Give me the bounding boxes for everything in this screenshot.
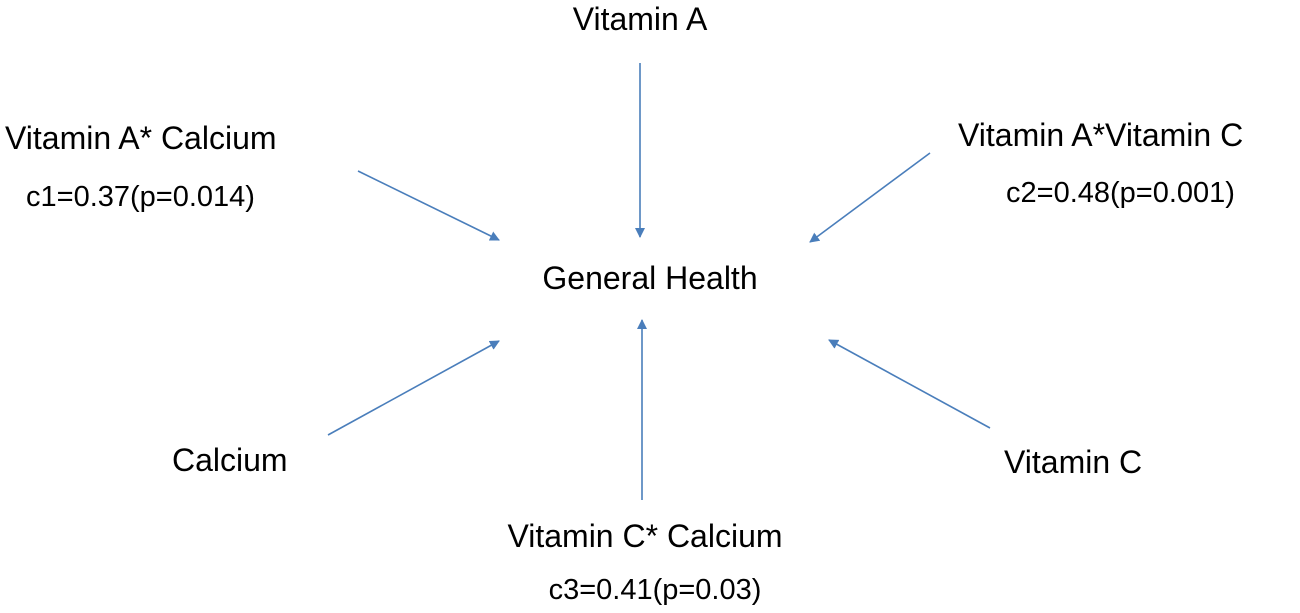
coefficient-c1: c1=0.37(p=0.014) (26, 181, 255, 213)
arrow-vitamin-a-vitamin-c (809, 152, 931, 243)
arrow-vitamin-c (828, 339, 991, 429)
node-vitamin-c: Vitamin C (1004, 444, 1143, 480)
arrow-vitamin-a-calcium (357, 170, 500, 241)
coefficient-c2: c2=0.48(p=0.001) (1006, 177, 1235, 209)
node-vitamin-a: Vitamin A (572, 1, 708, 37)
coefficient-c3: c3=0.41(p=0.03) (548, 574, 762, 606)
node-vitamin-a-vitamin-c: Vitamin A*Vitamin C (958, 117, 1244, 153)
node-vitamin-c-calcium: Vitamin C* Calcium (507, 518, 783, 554)
node-vitamin-a-calcium: Vitamin A* Calcium (5, 120, 277, 156)
node-calcium: Calcium (172, 442, 288, 478)
arrow-calcium (327, 340, 500, 436)
node-general-health: General Health (542, 260, 758, 296)
